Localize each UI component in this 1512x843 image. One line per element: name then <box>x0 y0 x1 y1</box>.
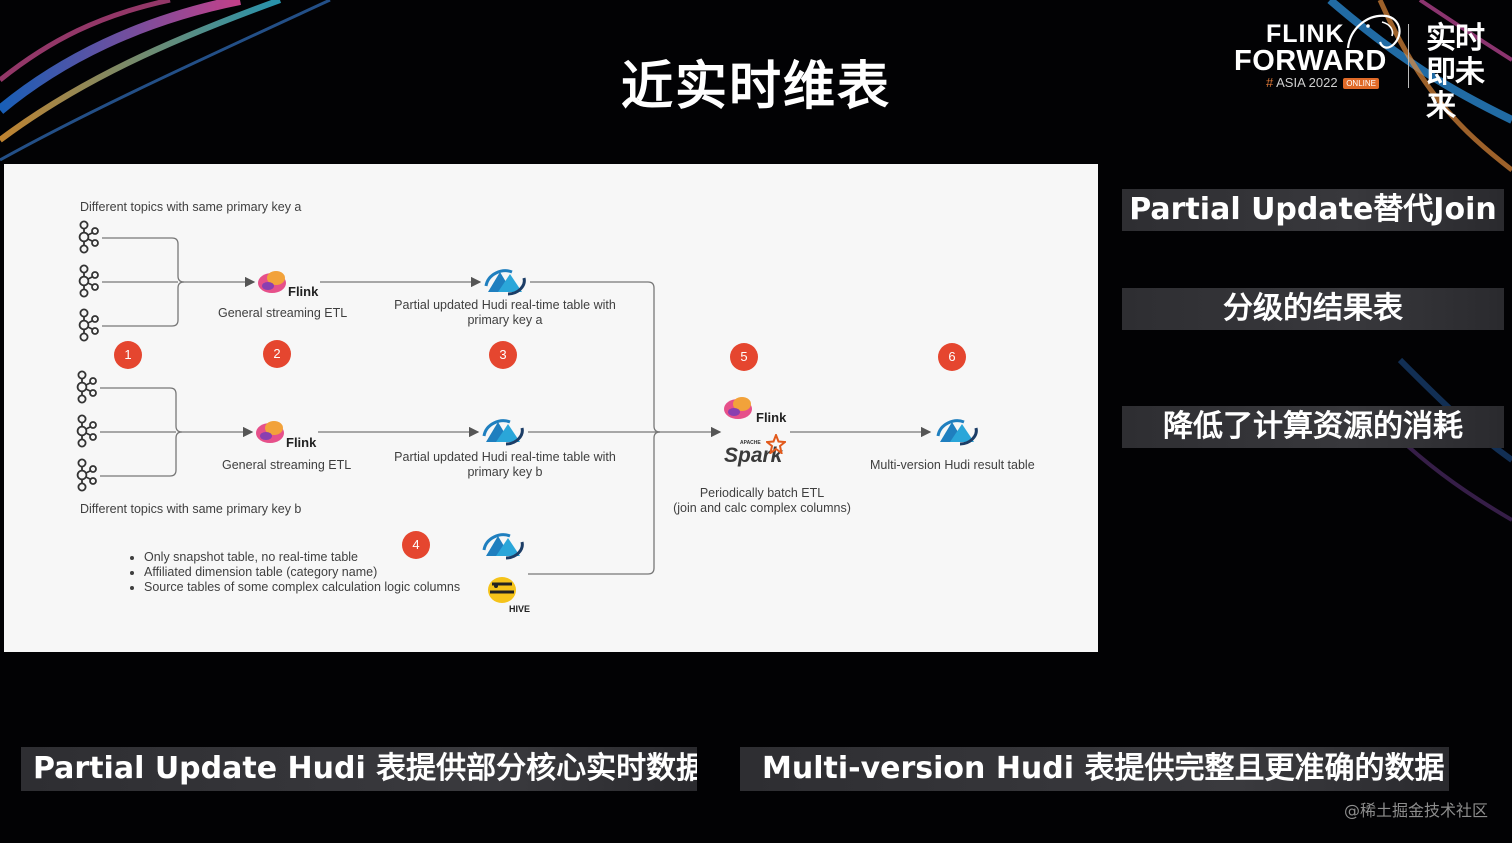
logo-line-forward: FORWARD <box>1234 45 1387 77</box>
step-badge-3: 3 <box>489 341 517 369</box>
snapshot-notes-list: Only snapshot table, no real-time table … <box>130 550 460 595</box>
logo-asia: ASIA 2022 <box>1276 75 1338 90</box>
side-point-tiered-results: 分级的结果表 <box>1122 288 1504 330</box>
logo-line-flink: FLINK <box>1266 20 1345 48</box>
flink-squirrel-icon <box>724 397 752 419</box>
logo-line-asia: # ASIA 2022 ONLINE <box>1266 75 1379 90</box>
step-badge-6: 6 <box>938 343 966 371</box>
etl-a-label: General streaming ETL <box>218 306 348 320</box>
hudi-b-label: Partial updated Hudi real-time table wit… <box>394 450 616 479</box>
diagram-connectors <box>100 237 932 575</box>
step-badge-5: 5 <box>730 343 758 371</box>
flink-squirrel-icon <box>256 421 284 443</box>
kafka-icon <box>76 370 97 404</box>
squirrel-icon <box>1346 14 1401 49</box>
logo-separator <box>1408 24 1409 88</box>
list-item: Source tables of some complex calculatio… <box>144 580 460 595</box>
top-group-label: Different topics with same primary key a <box>80 200 302 214</box>
kafka-icon <box>78 220 99 254</box>
batch-etl-label: Periodically batch ETL (join and calc co… <box>662 486 862 516</box>
kafka-icon <box>78 264 99 298</box>
flink-label: Flink <box>288 284 319 299</box>
hive-label: HIVE <box>509 604 531 614</box>
spark-apache-label: APACHE <box>740 440 761 446</box>
list-item: Only snapshot table, no real-time table <box>144 550 460 565</box>
flink-forward-logo: FLINK FORWARD # ASIA 2022 ONLINE 实时即未来 <box>1226 14 1496 124</box>
kafka-icon <box>76 458 97 492</box>
step-badge-4: 4 <box>402 531 430 559</box>
step-badge-1: 1 <box>114 341 142 369</box>
hudi-icon <box>482 419 524 446</box>
logo-hashtag: # <box>1266 75 1277 90</box>
etl-b-label: General streaming ETL <box>222 458 352 472</box>
bottom-point-partial-hudi: Partial Update Hudi 表提供部分核心实时数据 <box>21 747 697 791</box>
list-item: Affiliated dimension table (category nam… <box>144 565 460 580</box>
architecture-diagram: Different topics with same primary key a… <box>4 164 1098 652</box>
side-point-partial-update: Partial Update替代Join <box>1122 189 1504 231</box>
side-point-reduce-resources: 降低了计算资源的消耗 <box>1122 406 1504 448</box>
result-table-label: Multi-version Hudi result table <box>870 458 1035 472</box>
slide-title: 近实时维表 <box>620 57 891 117</box>
step-badge-2: 2 <box>263 340 291 368</box>
batch-etl-line2: (join and calc complex columns) <box>673 501 851 515</box>
logo-online-badge: ONLINE <box>1343 78 1379 90</box>
batch-etl-line1: Periodically batch ETL <box>699 486 825 500</box>
hudi-icon <box>484 269 526 296</box>
flink-label: Flink <box>286 435 317 450</box>
hudi-icon <box>482 533 524 560</box>
flink-squirrel-icon <box>258 271 286 293</box>
flink-label: Flink <box>756 410 787 425</box>
bottom-point-multiversion-hudi: Multi-version Hudi 表提供完整且更准确的数据 <box>740 747 1449 791</box>
kafka-icon <box>76 414 97 448</box>
hudi-a-label: Partial updated Hudi real-time table wit… <box>394 298 616 327</box>
logo-chinese: 实时即未来 <box>1426 21 1485 124</box>
bottom-group-label: Different topics with same primary key b <box>80 502 302 516</box>
kafka-icon <box>78 308 99 342</box>
watermark: @稀土掘金技术社区 <box>1343 801 1488 820</box>
hudi-icon <box>936 419 978 446</box>
hive-bee-icon <box>488 577 516 603</box>
spark-label: Spark <box>724 444 783 467</box>
spark-star-icon <box>766 434 786 454</box>
